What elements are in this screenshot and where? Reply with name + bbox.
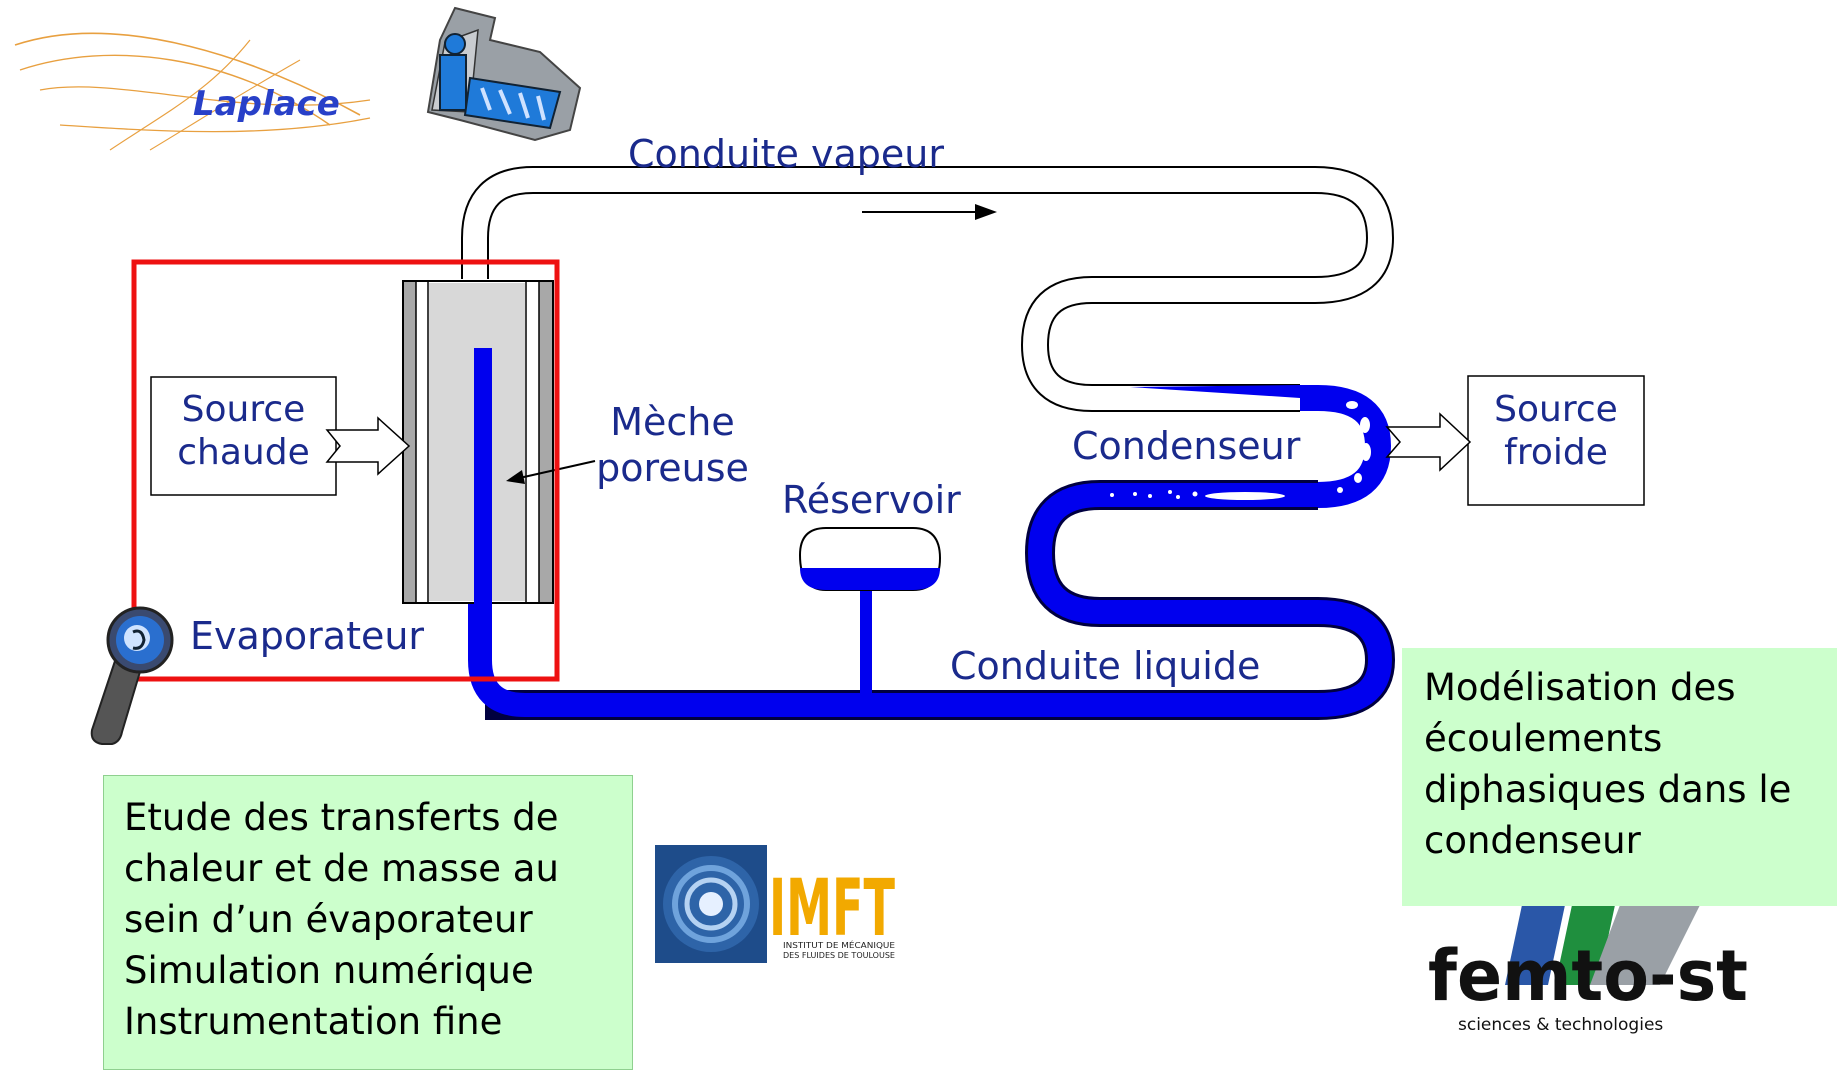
condenser-pipe	[468, 350, 1396, 720]
iusti-logo	[426, 6, 582, 142]
svg-text:DES FLUIDES DE TOULOUSE: DES FLUIDES DE TOULOUSE	[783, 951, 895, 960]
condenser-modeling-note: Modélisation des écoulements diphasiques…	[1402, 648, 1837, 906]
vapor-flow-arrow	[862, 204, 997, 220]
vapor-line-pipe	[461, 166, 1394, 412]
femto-st-wordmark: femto-st	[1428, 935, 1748, 1017]
hot-source-box	[150, 376, 337, 496]
reservoir	[798, 527, 942, 705]
svg-text:sciences & technologies: sciences & technologies	[1458, 1015, 1663, 1035]
imft-wordmark: IMFT	[769, 864, 895, 954]
heat-output-arrow	[1385, 412, 1472, 472]
svg-text:INSTITUT DE MÉCANIQUE: INSTITUT DE MÉCANIQUE	[783, 939, 895, 950]
magnifier-icon	[90, 606, 174, 745]
evaporator-highlight-box	[131, 259, 560, 682]
wick-label: Mèche poreuse	[596, 400, 749, 490]
liquid-channel	[474, 348, 492, 648]
hot-source-label: Source chaude	[177, 389, 310, 474]
evaporator-label: Evaporateur	[190, 614, 425, 658]
cold-source-box	[1467, 375, 1645, 506]
evaporator	[402, 280, 554, 648]
heat-input-arrow	[325, 416, 411, 476]
cold-source-label: Source froide	[1494, 389, 1618, 474]
imft-logo: IMFT INSTITUT DE MÉCANIQUE DES FLUIDES D…	[655, 845, 895, 963]
laplace-logo: Laplace	[14, 32, 371, 151]
liquid-line-label: Conduite liquide	[950, 644, 1261, 688]
condenser-label: Condenseur	[1072, 424, 1301, 468]
evaporator-study-note: Etude des transferts de chaleur et de ma…	[103, 775, 633, 1070]
vapor-line-label: Conduite vapeur	[628, 132, 944, 176]
femto-st-logo: femto-st sciences & technologies	[1420, 890, 1755, 1038]
laplace-wordmark: Laplace	[193, 84, 340, 124]
reservoir-label: Réservoir	[782, 478, 961, 522]
